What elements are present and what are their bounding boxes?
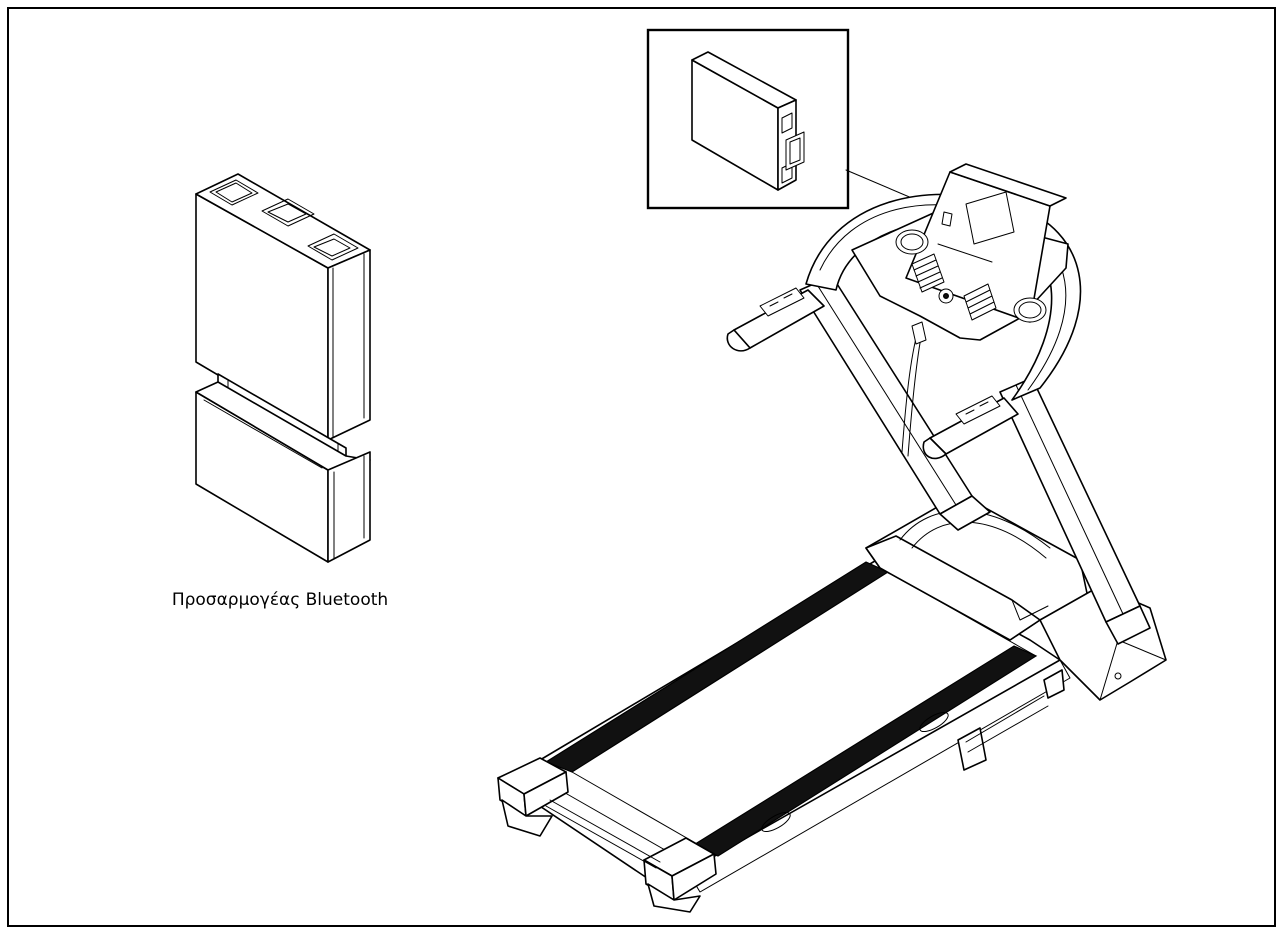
module-inset xyxy=(646,28,850,210)
bluetooth-adapter-illustration xyxy=(195,173,371,563)
treadmill-illustration xyxy=(497,163,1167,913)
adapter-caption: Προσαρμογέας Bluetooth xyxy=(171,590,389,610)
